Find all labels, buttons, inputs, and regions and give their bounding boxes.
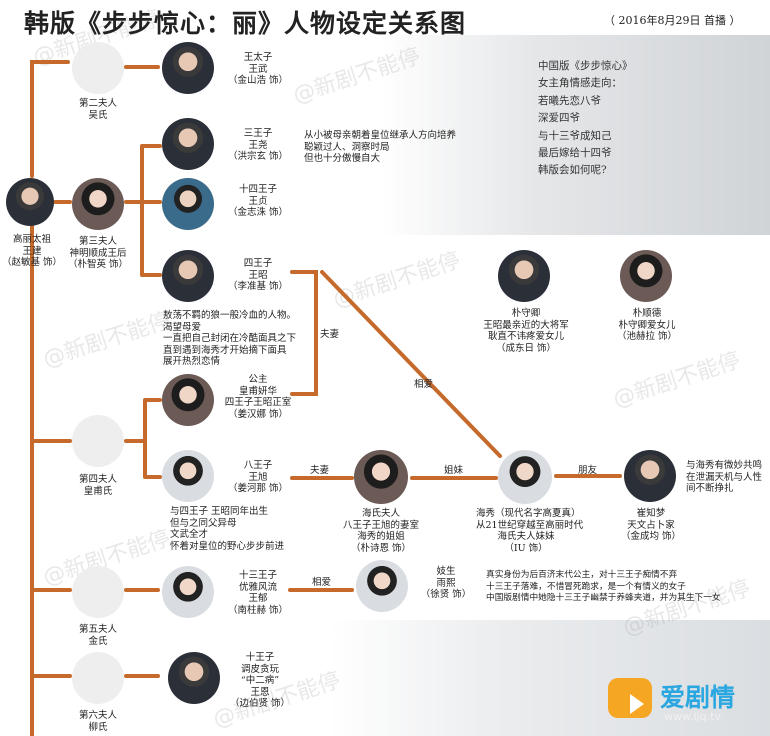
crown-prince-label: 王太子王武（金山浩 饰） (227, 52, 289, 86)
site-logo: 爱剧情 www.ijq.tv (604, 672, 770, 728)
background-photo-top (380, 35, 770, 235)
relation-spouse-p8: 夫妻 (310, 465, 330, 476)
prince4-avatar (162, 250, 214, 302)
gisaeng-avatar (356, 560, 408, 612)
prince8-label: 八王子王旭（姜河那 饰） (227, 460, 289, 494)
king-avatar (6, 178, 54, 226)
trunk-line (30, 60, 70, 178)
lady-hae-label: 海氏夫人八王子王旭的妻室 海秀的姐姐（朴诗恩 饰） (342, 508, 419, 554)
prince10-avatar (168, 652, 220, 704)
king-label: 高丽太祖王建（赵敏基 饰） (1, 234, 63, 268)
prince13-label: 十三王子优雅风流 王郁（南柱赫 饰） (227, 570, 289, 616)
page-title: 韩版《步步惊心：丽》人物设定关系图 (24, 9, 467, 38)
haesu-avatar (498, 450, 552, 504)
astrologer-avatar (624, 450, 676, 502)
queen4-avatar (72, 415, 124, 467)
queen2-avatar (72, 42, 124, 94)
spouse-bracket (290, 270, 318, 396)
gisaeng-note: 真实身份为后百济末代公主，对十三王子痴情不弃十三王子落难，不惜冒死跪求，是一个有… (486, 570, 721, 603)
logo-brand: 爱剧情 (660, 683, 736, 712)
queen5-label: 第五夫人金氏 (78, 624, 117, 647)
prince14-label: 十四王子王贞（金志洙 饰） (227, 184, 289, 218)
general-label: 朴守卿王昭最亲近的大将军 耿直不讳疼爱女儿（成东日 饰） (483, 308, 569, 354)
prince3-avatar (162, 118, 214, 170)
premiere-date: （ 2016年8月29日 首播 ） (604, 14, 741, 27)
princess-label: 公主皇甫妍华 四王子王昭正室（姜汉娜 饰） (224, 374, 292, 420)
play-icon (608, 678, 652, 718)
general-avatar (498, 250, 550, 302)
prince8-note: 与四王子 王昭同年出生但与之同父异母 文武全才怀着对皇位的野心步步前进 (170, 506, 285, 552)
queen6-avatar (72, 652, 124, 704)
relation-friends: 朋友 (578, 465, 598, 476)
relation-love-p4: 相爱 (414, 379, 434, 390)
prince10-label: 十王子调皮贪玩“中二病” 王恩（边伯贤 饰） (229, 652, 291, 709)
lady-hae-avatar (354, 450, 408, 504)
haesu-label: 海秀（现代名字高夏真）从21世纪穿越至高丽时代 海氏夫人妹妹（IU 饰） (476, 508, 584, 554)
love-line-p4 (320, 270, 502, 458)
prince8-avatar (162, 450, 214, 502)
gisaeng-label: 妓生雨熙（徐贤 饰） (420, 566, 472, 600)
prince3-label: 三王子王尧（洪宗玄 饰） (227, 128, 289, 162)
prince13-avatar (162, 566, 214, 618)
queen3-label: 第三夫人神明顺成王后（朴智英 饰） (67, 236, 129, 270)
background-photo-bottom (330, 620, 770, 736)
relation-sisters: 姐妹 (444, 465, 464, 476)
q3-bracket (124, 144, 162, 277)
prince3-note: 从小被母亲朝着皇位继承人方向培养聪颖过人、洞察时局但也十分傲慢自大 (304, 130, 457, 164)
queen2-label: 第二夫人吴氏 (78, 98, 117, 121)
crown-prince-avatar (162, 42, 214, 94)
queen6-label: 第六夫人柳氏 (78, 710, 117, 733)
q4-bracket (124, 398, 162, 479)
princess-avatar (162, 374, 214, 426)
daughter-label: 朴顺德朴守卿爱女儿（池赫拉 饰） (616, 308, 678, 342)
prince4-note: 敖荡不羁的狼一般冷血的人物。渴望母爱一直把自己封闭在冷酷面具之下 直到遇到海秀才… (163, 310, 297, 367)
relation-spouse-p4: 夫妻 (320, 329, 340, 340)
logo-url: www.ijq.tv (664, 710, 721, 723)
queen5-avatar (72, 566, 124, 618)
astrologer-note: 与海秀有微妙共鸣在泄漏天机与人性间不断挣扎 (686, 460, 763, 494)
astrologer-label: 崔知梦天文占卜家（金成均 饰） (620, 508, 682, 542)
relation-love-p13: 相爱 (312, 577, 332, 588)
prince14-avatar (162, 178, 214, 230)
storyline-note: 中国版《步步惊心》女主角情感走向：若曦先恋八爷 深爱四爷与十三爷成知己最后嫁给十… (538, 60, 633, 177)
queen4-label: 第四夫人皇甫氏 (78, 474, 117, 497)
daughter-avatar (620, 250, 672, 302)
prince4-label: 四王子王昭（李准基 饰） (227, 258, 289, 292)
queen3-avatar (72, 178, 124, 230)
